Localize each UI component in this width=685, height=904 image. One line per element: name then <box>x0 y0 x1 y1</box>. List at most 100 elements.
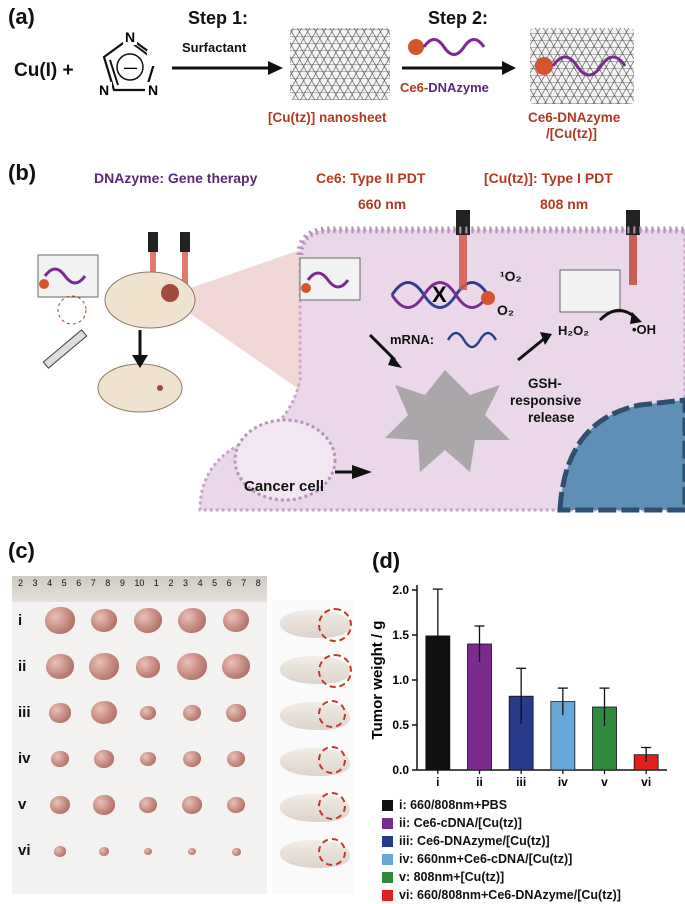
gsh-label-2: responsive <box>510 393 582 408</box>
dnazyme-title: DNAzyme: Gene therapy <box>94 170 258 186</box>
ruler-tick: 10 <box>134 578 145 588</box>
nanosheet-graphic <box>290 28 390 100</box>
tumor-specimen <box>136 656 160 678</box>
tumor-specimen <box>231 847 241 856</box>
tumor-specimen <box>226 704 246 722</box>
tumor-specimen <box>134 608 162 634</box>
tumor-site-circle <box>318 608 352 642</box>
x-tick-label-vi: vi <box>641 775 651 789</box>
oxygen-label: O₂ <box>497 302 515 318</box>
tumor-site-circle <box>318 746 346 774</box>
ruler-tick: 4 <box>47 578 53 588</box>
row-label-i: i <box>18 612 23 629</box>
ruler-tick: 3 <box>32 578 38 588</box>
y-tick-label: 1.0 <box>392 673 409 687</box>
tumor-specimen <box>50 796 70 814</box>
tumor-specimen <box>182 796 202 814</box>
panel-b-label: (b) <box>8 160 37 185</box>
ce6-wavelength: 660 nm <box>358 196 407 212</box>
tumor-specimen <box>227 751 245 768</box>
nanosheet-small-1 <box>37 254 99 298</box>
mouse-laser-2 <box>180 232 190 252</box>
gsh-label-1: GSH- <box>528 376 562 391</box>
legend-item-v: v: 808nm+[Cu(tz)] <box>382 868 504 886</box>
legend-swatch <box>382 835 393 847</box>
row-label-ii: ii <box>18 658 27 675</box>
x-tick-label-iv: iv <box>558 775 568 789</box>
gsh-label-3: release <box>528 410 575 425</box>
mouse-bottom <box>97 363 183 413</box>
tumor-specimen <box>139 797 157 814</box>
tumor-site-circle <box>318 700 346 728</box>
cancer-cell-label: Cancer cell <box>244 478 325 495</box>
step1-label: Step 1: <box>188 8 249 28</box>
endosome <box>233 418 337 502</box>
laser-660 <box>456 210 470 235</box>
legend-swatch <box>382 871 393 883</box>
row-label-vi: vi <box>18 842 31 859</box>
tumor-specimen <box>183 705 201 722</box>
panel-c-label: (c) <box>8 538 35 563</box>
legend-item-vi: vi: 660/808nm+Ce6-DNAzyme/[Cu(tz)] <box>382 886 621 904</box>
step1-arrow <box>172 61 283 75</box>
tumor-specimen <box>223 609 249 633</box>
tumor-specimen <box>91 701 117 725</box>
legend-text: i: 660/808nm+PBS <box>399 798 508 812</box>
legend-item-i: i: 660/808nm+PBS <box>382 796 507 814</box>
triazole-charge: — <box>124 60 137 75</box>
mrna-strand <box>446 331 498 349</box>
tumor-specimen <box>94 750 114 768</box>
tumor-specimen <box>183 751 201 768</box>
mouse-top <box>104 271 196 329</box>
legend-swatch <box>382 889 393 901</box>
tumor-specimen <box>89 653 119 680</box>
tumor-specimen <box>188 848 196 856</box>
scheme-illustration: X <box>37 210 685 513</box>
tumor-specimen <box>140 752 156 767</box>
panel-a-label: (a) <box>8 4 35 29</box>
nanosheet-small-3 <box>559 269 621 313</box>
mouse-laser-1 <box>148 232 158 252</box>
ruler-tick: 8 <box>255 578 261 588</box>
legend-text: v: 808nm+[Cu(tz)] <box>399 870 505 884</box>
triazole-atom-n2: N <box>148 82 158 98</box>
triazole-structure: N N N — <box>98 29 161 98</box>
cutz-wavelength: 808 nm <box>540 196 589 212</box>
y-tick-label: 0.0 <box>392 763 409 777</box>
bar-ii <box>467 643 492 771</box>
legend-item-iv: iv: 660nm+Ce6-cDNA/[Cu(tz)] <box>382 850 572 868</box>
step1-surfactant: Surfactant <box>182 40 247 55</box>
x-tick-label-iii: iii <box>516 775 526 789</box>
ruler-tick: 7 <box>90 578 96 588</box>
legend-item-iii: iii: Ce6-DNAzyme/[Cu(tz)] <box>382 832 550 850</box>
h2o2-label: H₂O₂ <box>558 323 590 338</box>
row-label-iii: iii <box>18 704 31 721</box>
ce6-text: Ce6- <box>400 80 429 95</box>
tumor-specimen <box>49 703 71 723</box>
product-strand <box>535 55 627 77</box>
row-label-iv: iv <box>18 750 31 767</box>
y-axis-label: Tumor weight / g <box>369 621 386 740</box>
ruler-tick: 5 <box>61 578 67 588</box>
row-label-v: v <box>18 796 27 813</box>
legend-text: vi: 660/808nm+Ce6-DNAzyme/[Cu(tz)] <box>399 888 621 902</box>
tumor-specimen <box>144 848 152 856</box>
step2-arrow <box>402 61 516 75</box>
legend-text: ii: Ce6-cDNA/[Cu(tz)] <box>399 816 522 830</box>
x-tick-label-ii: ii <box>476 775 483 789</box>
singlet-oxygen-label: ¹O₂ <box>500 268 522 284</box>
syringe <box>42 329 88 369</box>
tumor-specimen <box>227 797 245 814</box>
mrna-label: mRNA: <box>390 332 435 347</box>
dna-duplex <box>390 281 490 309</box>
x-tick-label-v: v <box>601 775 608 789</box>
product-label-line2: /[Cu(tz)] <box>546 126 597 141</box>
tumor-specimen <box>99 847 109 856</box>
tumor-specimen <box>222 654 250 680</box>
ruler-tick: 2 <box>18 578 24 588</box>
ruler-tick: 4 <box>197 578 203 588</box>
legend-swatch <box>382 799 393 811</box>
ce6-title: Ce6: Type II PDT <box>316 170 426 186</box>
hydroxyl-label: •OH <box>632 322 657 337</box>
